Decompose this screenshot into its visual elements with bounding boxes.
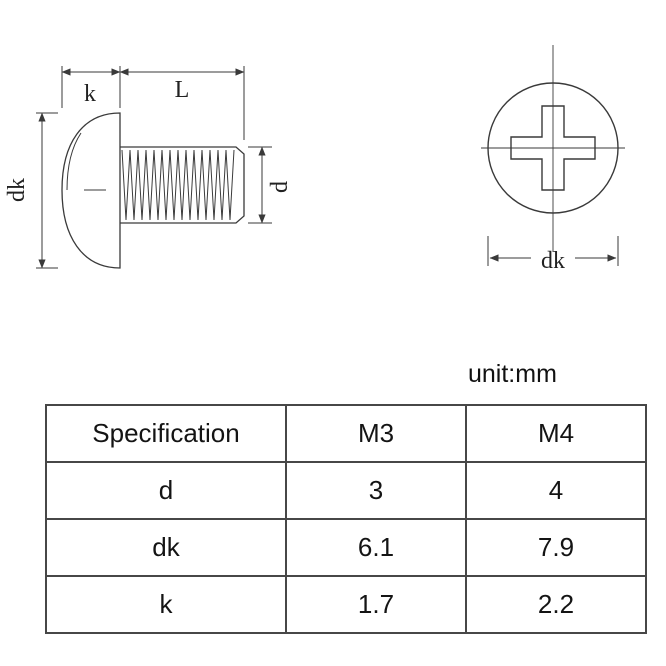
row-label-cell: d: [45, 461, 287, 520]
unit-label: unit:mm: [468, 360, 557, 388]
value-cell: 4: [465, 461, 647, 520]
table-row-k: k 1.7 2.2: [45, 575, 647, 634]
row-label-cell: dk: [45, 518, 287, 577]
size-m4-header-cell: M4: [465, 404, 647, 463]
dim-label-L: L: [175, 77, 190, 103]
value-cell: 6.1: [285, 518, 467, 577]
screw-head-arc: [66, 132, 82, 191]
side-view: [61, 112, 245, 269]
dim-label-d: d: [267, 181, 293, 193]
side-view-dimensions: [36, 66, 272, 269]
value-cell: 3: [285, 461, 467, 520]
value-cell: 1.7: [285, 575, 467, 634]
table-header-row: Specification M3 M4: [45, 404, 647, 463]
spec-table: Specification M3 M4 d 3 4 dk 6.1 7.9 k 1…: [45, 404, 647, 634]
dim-label-k: k: [84, 81, 96, 107]
thread-zigzag: [121, 149, 235, 221]
table-row-dk: dk 6.1 7.9: [45, 518, 647, 577]
phillips-cross: [510, 105, 596, 191]
value-cell: 2.2: [465, 575, 647, 634]
table-row-d: d 3 4: [45, 461, 647, 520]
size-m3-header-cell: M3: [285, 404, 467, 463]
screw-shaft-outline: [120, 146, 245, 224]
row-label-cell: k: [45, 575, 287, 634]
top-view: [481, 45, 625, 266]
screw-head-outline: [61, 112, 121, 269]
dim-label-dk: dk: [4, 178, 30, 202]
spec-header-cell: Specification: [45, 404, 287, 463]
value-cell: 7.9: [465, 518, 647, 577]
screw-technical-drawing: k L dk d dk: [4, 45, 625, 274]
top-view-dim-label-dk: dk: [541, 248, 565, 274]
